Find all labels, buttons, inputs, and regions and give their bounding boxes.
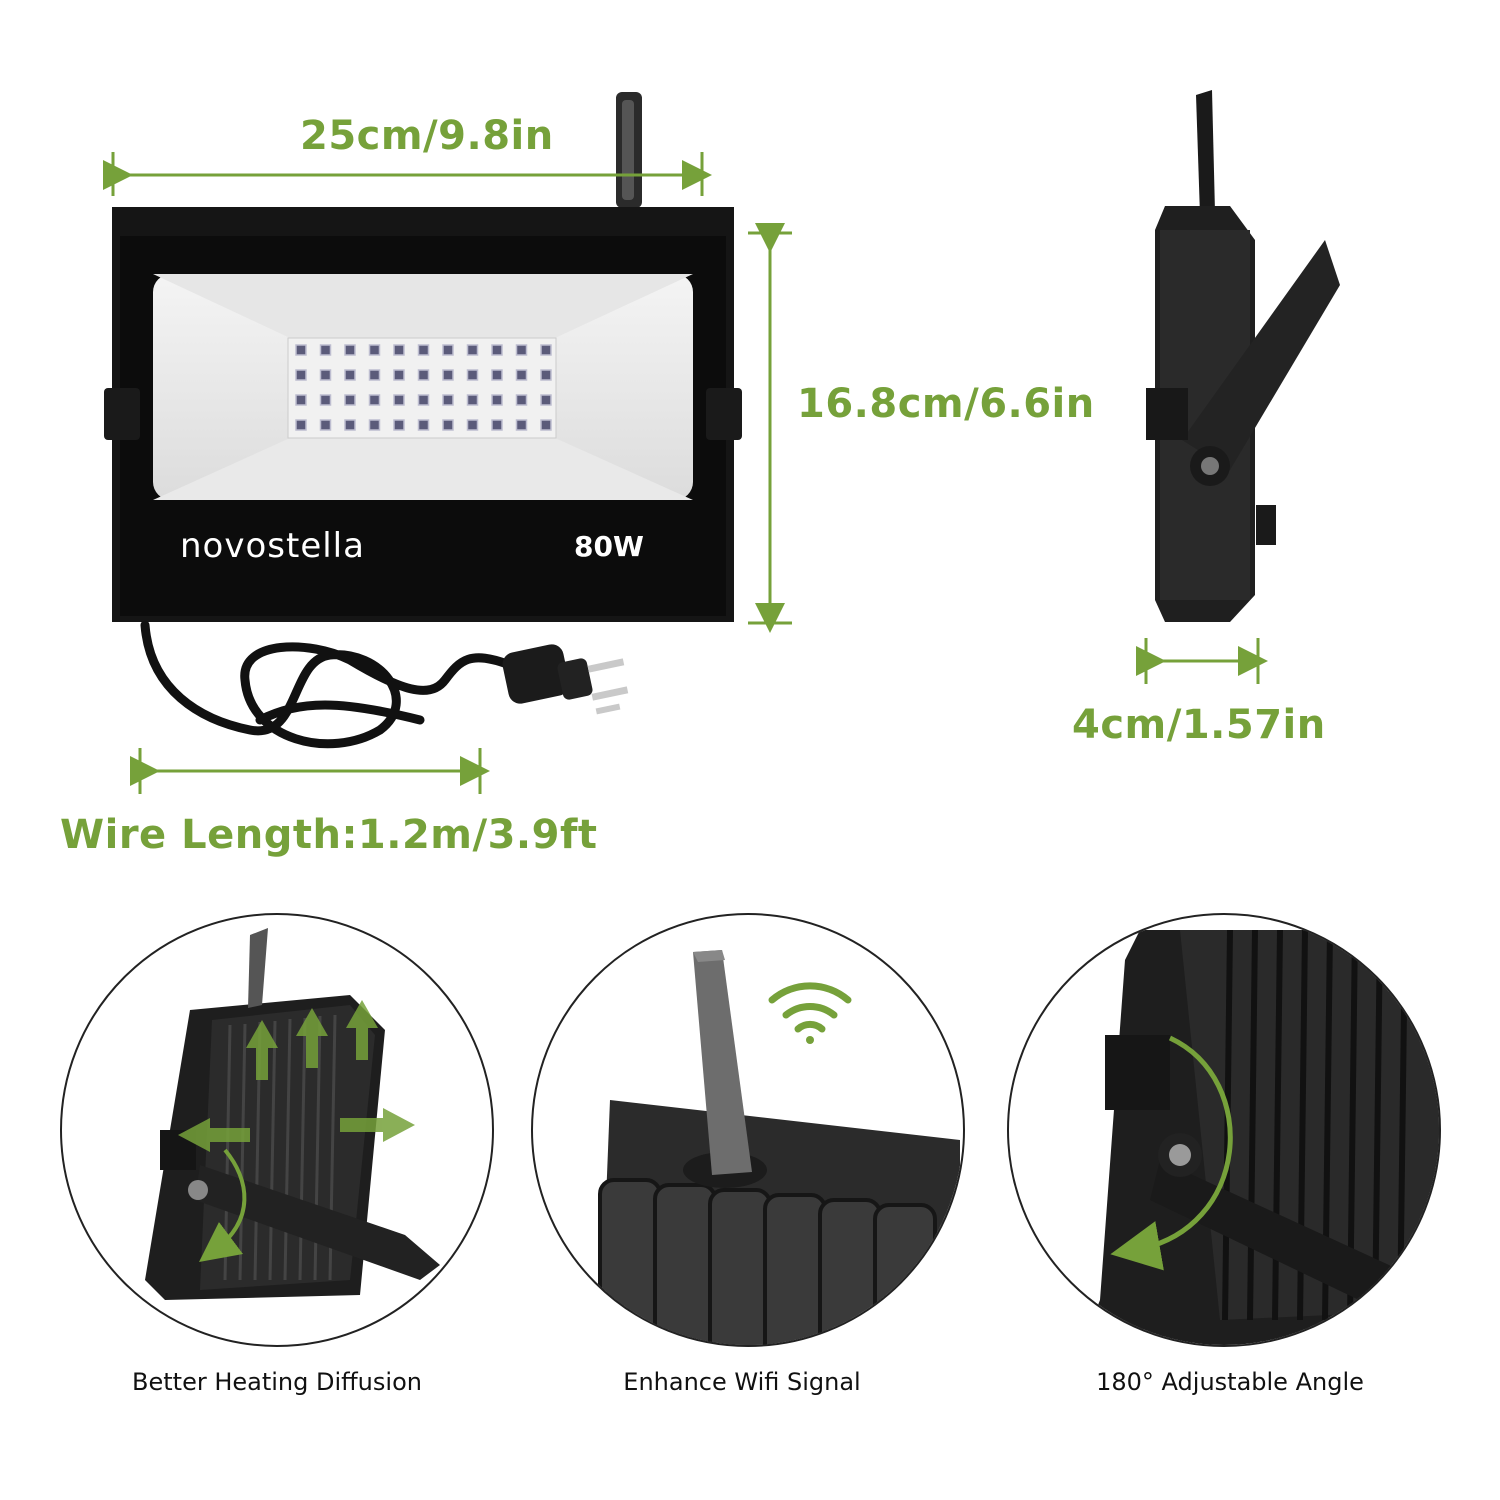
wifi-icon [768, 982, 852, 1044]
led-chip [491, 369, 503, 381]
led-chip [466, 344, 479, 356]
wire-length-label: Wire Length:1.2m/3.9ft [60, 812, 598, 858]
heating-detail [145, 928, 440, 1300]
led-chip [344, 394, 356, 406]
led-chip [319, 419, 332, 431]
wifi-caption: Enhance Wifi Signal [623, 1368, 861, 1396]
led-chip [344, 419, 356, 431]
led-chip [417, 419, 430, 431]
led-chip [417, 394, 430, 406]
led-chip [442, 419, 454, 431]
led-chip [368, 344, 381, 356]
led-chip [417, 344, 430, 356]
led-chip [515, 419, 528, 431]
led-chip [295, 369, 307, 381]
depth-dimension-label: 4cm/1.57in [1072, 702, 1326, 748]
led-chip [466, 419, 479, 431]
led-chip [319, 344, 332, 356]
led-chip [393, 369, 405, 381]
led-chip [540, 419, 552, 431]
led-chip [319, 369, 332, 381]
left-bracket [104, 388, 140, 440]
height-dimension-label: 16.8cm/6.6in [797, 381, 1095, 427]
brand-logo: novostella [180, 526, 365, 566]
power-cord [140, 620, 515, 749]
side-bracket-arm [1182, 240, 1340, 470]
led-chip [540, 344, 552, 356]
led-chip [295, 394, 307, 406]
led-chip [295, 419, 307, 431]
led-chip [393, 394, 405, 406]
angle-detail [1080, 929, 1439, 1345]
led-chip [319, 394, 332, 406]
wattage-label: 80W [574, 530, 644, 563]
heating-caption: Better Heating Diffusion [132, 1368, 422, 1396]
angle-caption: 180° Adjustable Angle [1096, 1368, 1364, 1396]
led-chip [393, 344, 405, 356]
led-chip [417, 369, 430, 381]
led-chip [540, 394, 552, 406]
led-chip [442, 344, 454, 356]
right-bracket [706, 388, 742, 440]
wifi-antenna [693, 950, 752, 1175]
led-chip [295, 344, 307, 356]
dimension-lines [103, 152, 1268, 794]
led-chip [368, 419, 381, 431]
led-chip [515, 344, 528, 356]
led-chip [344, 344, 356, 356]
led-chip [491, 394, 503, 406]
led-chip [515, 369, 528, 381]
led-chip [491, 419, 503, 431]
led-chip [442, 369, 454, 381]
led-chip [368, 369, 381, 381]
side-clamp [1146, 388, 1188, 440]
led-chip [344, 369, 356, 381]
wifi-detail [598, 950, 960, 1345]
led-chip [442, 394, 454, 406]
front-view [104, 92, 742, 622]
led-chip [393, 419, 405, 431]
led-chip [540, 369, 552, 381]
led-chip [491, 344, 503, 356]
led-chip [466, 369, 479, 381]
width-dimension-label: 25cm/9.8in [300, 113, 554, 159]
led-grid [295, 344, 552, 431]
led-chip [368, 394, 381, 406]
side-antenna [1196, 90, 1215, 215]
side-view [1146, 90, 1340, 622]
led-chip [466, 394, 479, 406]
led-chip [515, 394, 528, 406]
plug [502, 644, 629, 715]
